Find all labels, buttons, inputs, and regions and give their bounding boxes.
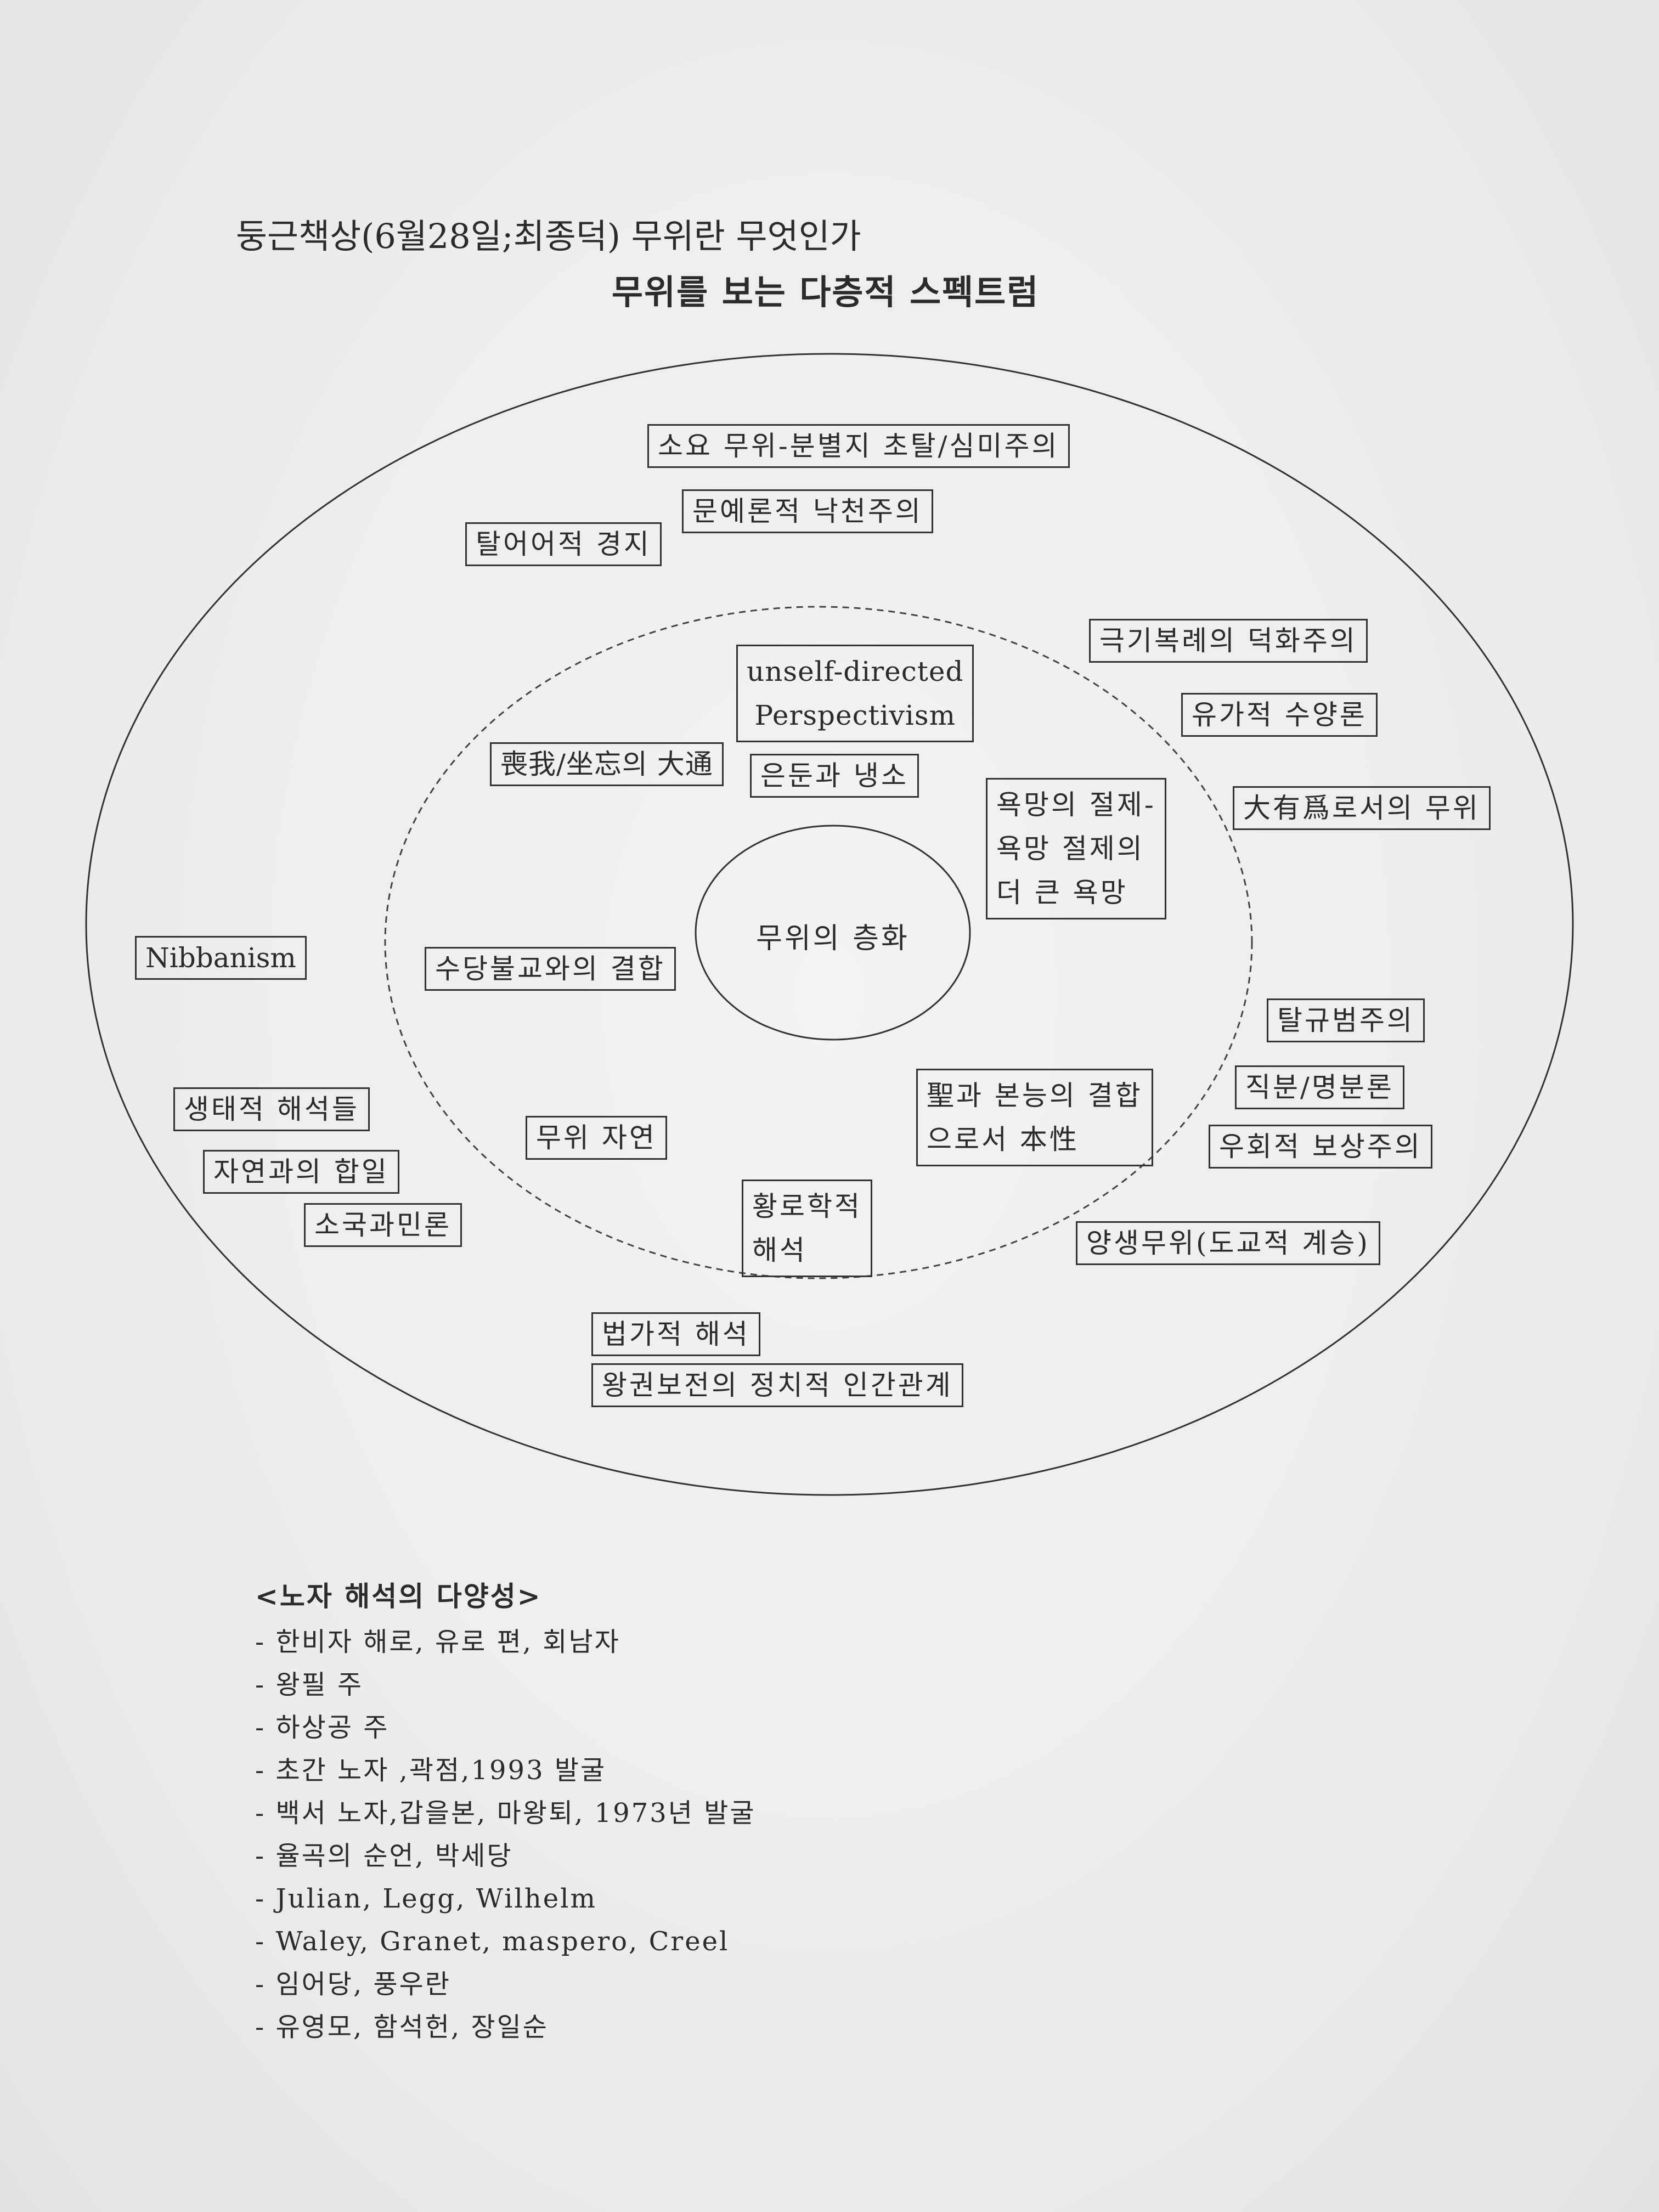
note-item: - 유영모, 함석헌, 장일순 xyxy=(255,2012,549,2042)
box-munye-nakcheon: 문예론적 낙천주의 xyxy=(682,489,933,533)
box-saengtae: 생태적 해석들 xyxy=(173,1087,370,1131)
box-sangah-jwamang: 喪我/坐忘의 大通 xyxy=(490,742,724,786)
center-label: 무위의 층화 xyxy=(756,922,910,955)
outer-ellipse xyxy=(85,353,1574,1496)
box-nibbanism: Nibbanism xyxy=(135,936,307,980)
box-uhoe-bosang: 우회적 보상주의 xyxy=(1209,1125,1432,1169)
note-item: - 임어당, 풍우란 xyxy=(255,1969,451,2000)
unself-line-2: Perspectivism xyxy=(754,699,956,731)
box-jikbun: 직분/명분론 xyxy=(1235,1065,1404,1109)
box-soyo-muwi: 소요 무위-분별지 초탈/심미주의 xyxy=(647,424,1070,468)
box-talgyubeom: 탈규범주의 xyxy=(1267,998,1425,1042)
hwangno-line-1: 황로학적 xyxy=(752,1190,862,1222)
box-eundun: 은둔과 냉소 xyxy=(750,754,919,798)
box-seong-boneung: 聖과 본능의 결합 으로서 本性 xyxy=(916,1069,1153,1166)
unself-line-1: unself-directed xyxy=(747,656,964,687)
center-ellipse xyxy=(695,825,971,1041)
inner-dashed-ellipse xyxy=(384,606,1253,1279)
box-muwi-jayeon: 무위 자연 xyxy=(526,1116,667,1160)
box-unself-directed: unself-directed Perspectivism xyxy=(736,645,974,742)
box-wanggwon: 왕권보전의 정치적 인간관계 xyxy=(591,1363,963,1407)
yokmang-line-1: 욕망의 절제- xyxy=(996,789,1156,821)
box-jayeon-habil: 자연과의 합일 xyxy=(203,1150,399,1194)
seong-line-2: 으로서 本性 xyxy=(927,1124,1079,1155)
note-item: - 왕필 주 xyxy=(255,1669,364,1700)
yokmang-line-2: 욕망 절제의 xyxy=(996,833,1144,865)
box-yokmang-jeolje: 욕망의 절제- 욕망 절제의 더 큰 욕망 xyxy=(986,778,1166,919)
box-beopga: 법가적 해석 xyxy=(591,1312,760,1356)
diagram-title: 무위를 보는 다층적 스펙트럼 xyxy=(612,272,1040,312)
note-item: - 하상공 주 xyxy=(255,1712,390,1743)
note-item: - Julian, Legg, Wilhelm xyxy=(255,1883,597,1914)
note-item: - 초간 노자 ,곽점,1993 발굴 xyxy=(255,1755,607,1786)
seong-line-1: 聖과 본능의 결합 xyxy=(927,1080,1143,1111)
box-yangsaeng-muwi: 양생무위(도교적 계승) xyxy=(1076,1221,1380,1265)
notes-section: <노자 해석의 다양성> - 한비자 해로, 유로 편, 회남자 - 왕필 주 … xyxy=(255,1575,756,2049)
box-taleo-gyeongji: 탈어어적 경지 xyxy=(465,522,662,566)
box-sogukgwamin: 소국과민론 xyxy=(304,1203,462,1247)
note-item: - 한비자 해로, 유로 편, 회남자 xyxy=(255,1627,620,1657)
note-item: - 율곡의 순언, 박세당 xyxy=(255,1841,513,1871)
box-geukgi-bokrye: 극기복례의 덕화주의 xyxy=(1089,619,1368,663)
note-item: - 백서 노자,갑을본, 마왕퇴, 1973년 발굴 xyxy=(255,1798,756,1829)
box-daeyu-muwi: 大有爲로서의 무위 xyxy=(1233,786,1491,830)
box-sudang-bulgyo: 수당불교와의 결합 xyxy=(425,947,676,991)
box-yuga-suyang: 유가적 수양론 xyxy=(1181,693,1378,737)
box-hwangno: 황로학적 해석 xyxy=(742,1180,872,1277)
header-subtitle: 둥근책상(6월28일;최종덕) 무위란 무엇인가 xyxy=(236,216,861,256)
note-item: - Waley, Granet, maspero, Creel xyxy=(255,1926,730,1957)
yokmang-line-3: 더 큰 욕망 xyxy=(996,877,1128,909)
hwangno-line-2: 해석 xyxy=(752,1234,807,1266)
notes-title: <노자 해석의 다양성> xyxy=(255,1580,542,1612)
